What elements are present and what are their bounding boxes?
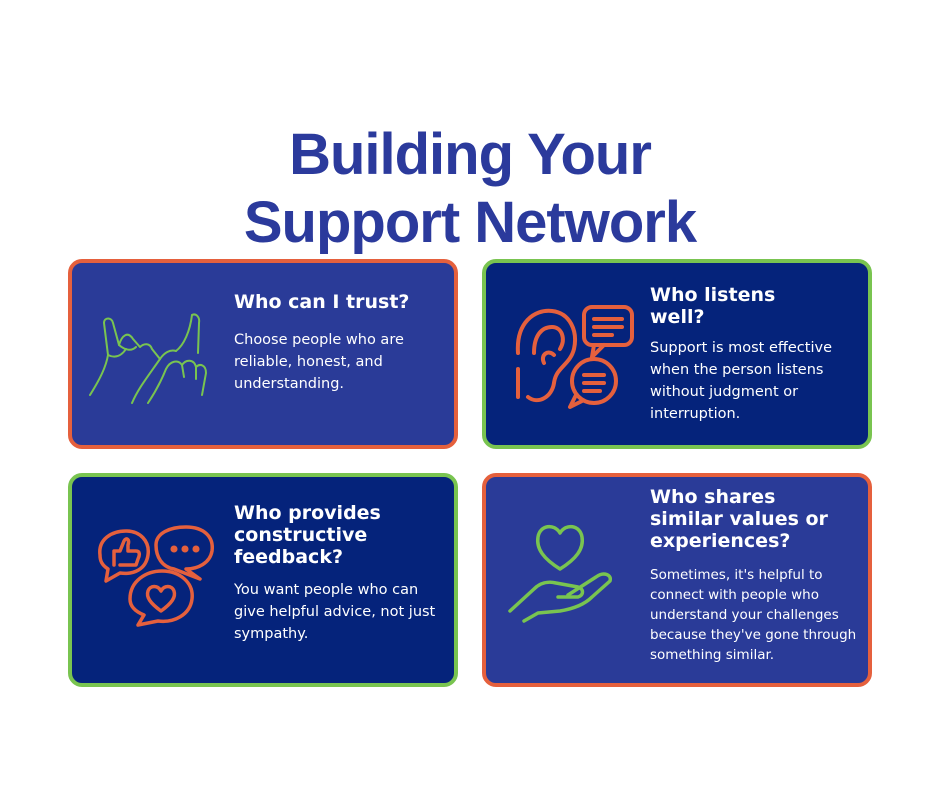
pinky-promise-icon bbox=[86, 309, 216, 405]
card-trust: Who can I trust? Choose people who are r… bbox=[68, 259, 458, 449]
card-trust-heading: Who can I trust? bbox=[234, 291, 410, 313]
card-trust-body: Choose people who are reliable, honest, … bbox=[234, 332, 404, 392]
heart-hand-icon bbox=[504, 515, 624, 625]
card-feedback-body: You want people who can give helpful adv… bbox=[234, 582, 436, 642]
card-listens-heading: Who listens well? bbox=[650, 284, 776, 328]
card-shares: Who shares similar values or experiences… bbox=[482, 473, 872, 687]
card-shares-heading: Who shares similar values or experiences… bbox=[650, 486, 828, 552]
card-listens-body: Support is most effective when the perso… bbox=[650, 340, 832, 422]
feedback-bubbles-icon bbox=[90, 523, 218, 627]
ear-speech-icon bbox=[508, 305, 640, 409]
card-shares-body: Sometimes, it's helpful to connect with … bbox=[650, 567, 857, 663]
page-title: Building Your Support Network bbox=[0, 121, 940, 257]
title-line-1: Building Your bbox=[289, 121, 652, 187]
card-feedback-heading: Who provides constructive feedback? bbox=[234, 502, 381, 568]
card-listens: Who listens well? Support is most effect… bbox=[482, 259, 872, 449]
card-feedback: Who provides constructive feedback? You … bbox=[68, 473, 458, 687]
title-line-2: Support Network bbox=[243, 189, 697, 255]
